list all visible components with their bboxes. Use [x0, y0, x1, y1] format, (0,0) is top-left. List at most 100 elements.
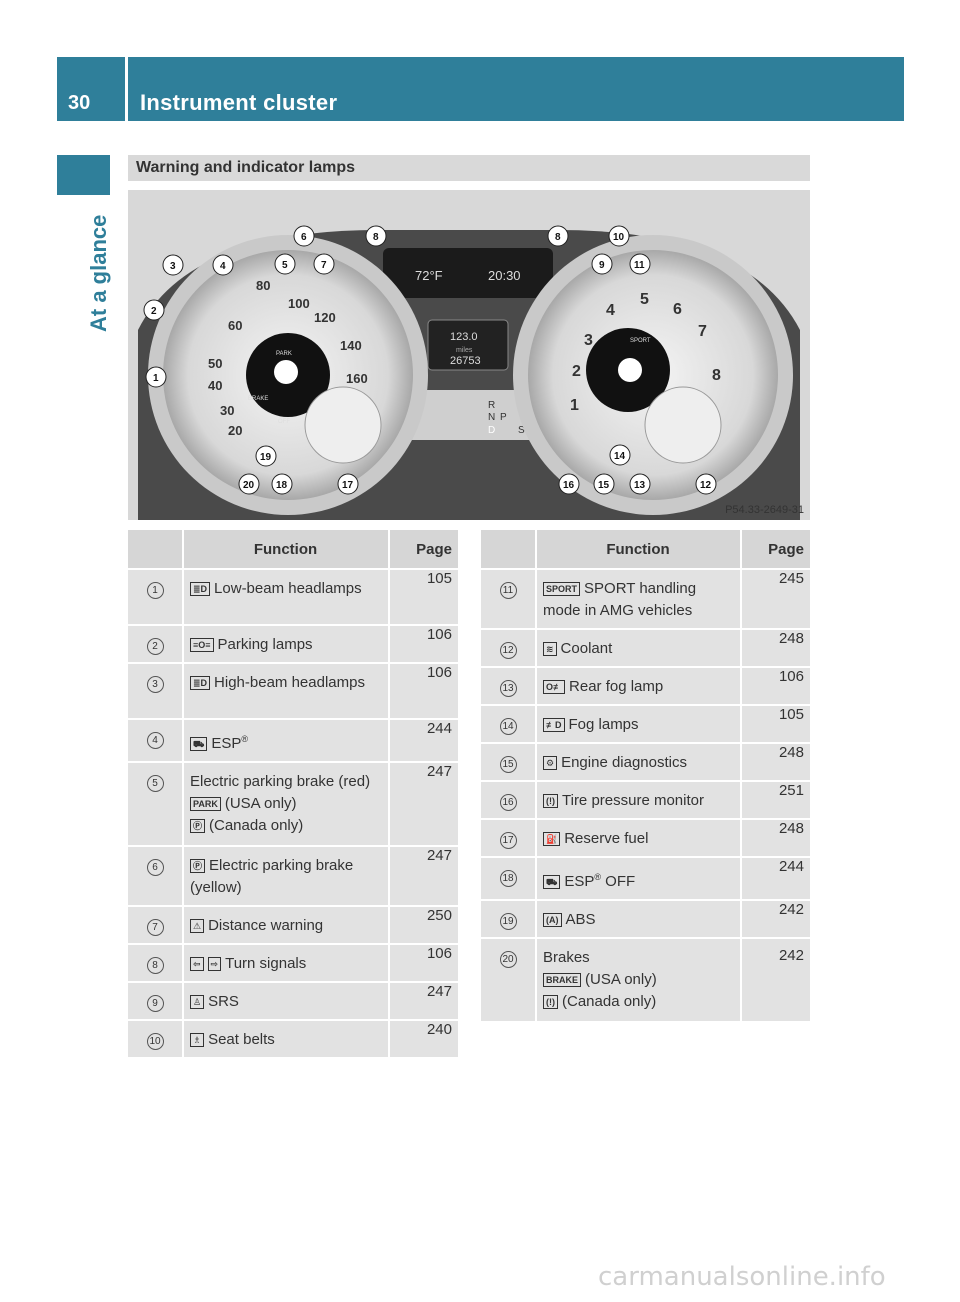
brake-icon: BRAKE: [543, 973, 582, 987]
off-label: OFF: [278, 419, 290, 425]
table-row: 13 O≢Rear fog lamp 106: [481, 667, 810, 706]
row-page: 248: [740, 819, 810, 858]
table-row: 15 ⚙Engine diagnostics 248: [481, 743, 810, 782]
row-number: 2: [128, 625, 183, 664]
cluster-illustration: 72°F 20:30 123.0 miles 26753 R N P D S P…: [128, 190, 810, 520]
left-gauge-50: 50: [208, 356, 222, 371]
row-page: 247: [388, 846, 458, 907]
row-page: 251: [740, 781, 810, 820]
table-row: 16 (!)Tire pressure monitor 251: [481, 781, 810, 820]
header-function: Function: [535, 530, 741, 570]
figure-code: P54.33-2649-31: [725, 504, 804, 516]
row-number: 8: [128, 944, 183, 983]
display-temp: 72°F: [415, 268, 443, 283]
header-divider: [125, 57, 128, 121]
callout-16: 16: [563, 480, 575, 491]
row-page: 240: [388, 1020, 458, 1059]
gear-n: N: [488, 412, 495, 423]
total-odometer: 26753: [450, 355, 481, 367]
gear-d: D: [488, 425, 495, 436]
table-row: 5 Electric parking brake (red) PARK(USA …: [128, 762, 458, 847]
page-number: 30: [68, 92, 91, 114]
right-gauge-1: 1: [570, 397, 579, 414]
row-function: ⚙Engine diagnostics: [535, 743, 741, 782]
row-function: Brakes BRAKE(USA only) (!)(Canada only): [535, 938, 741, 1023]
callout-17: 17: [342, 480, 354, 491]
right-gauge-4: 4: [606, 302, 615, 319]
table-header-row: Function Page: [128, 530, 458, 570]
header-page: Page: [388, 530, 458, 570]
left-gauge-140: 140: [340, 338, 362, 353]
header-function: Function: [182, 530, 389, 570]
low-beam-icon: ≣D: [190, 582, 211, 596]
callout-12: 12: [700, 480, 712, 491]
row-function: ♙SRS: [182, 982, 389, 1021]
row-number: 10: [128, 1020, 183, 1059]
left-gauge-30: 30: [220, 403, 234, 418]
callout-18: 18: [276, 480, 288, 491]
display-time: 20:30: [488, 268, 521, 283]
seat-belt-icon: ♗: [190, 1033, 205, 1047]
callout-4: 4: [220, 261, 226, 272]
park-icon: PARK: [190, 797, 221, 811]
brake-label: BRAKE: [248, 396, 268, 402]
row-page: 245: [740, 569, 810, 630]
row-number: 11: [481, 569, 536, 630]
row-function: ⛟ESP®: [182, 719, 389, 763]
callout-5: 5: [282, 260, 288, 271]
row-function: (!)Tire pressure monitor: [535, 781, 741, 820]
left-gauge-100: 100: [288, 296, 310, 311]
watermark: carmanualsonline.info: [598, 1262, 886, 1292]
row-number: 5: [128, 762, 183, 847]
row-function: Electric parking brake (red) PARK(USA on…: [182, 762, 389, 847]
row-function: ⛽Reserve fuel: [535, 819, 741, 858]
row-page: 247: [388, 982, 458, 1021]
park-label: PARK: [276, 351, 292, 357]
row-function: ⇦⇨Turn signals: [182, 944, 389, 983]
page-title: Instrument cluster: [140, 90, 338, 115]
row-number: 6: [128, 846, 183, 907]
callout-6: 6: [301, 232, 307, 243]
row-page: 106: [388, 944, 458, 983]
instrument-cluster-figure: 72°F 20:30 123.0 miles 26753 R N P D S P…: [128, 190, 810, 520]
callout-9: 9: [599, 260, 605, 271]
table-row: 4 ⛟ESP® 244: [128, 719, 458, 763]
row-function: ≋Coolant: [535, 629, 741, 668]
row-number: 3: [128, 663, 183, 720]
table-header-row: Function Page: [481, 530, 810, 570]
fuel-icon: ⛽: [543, 832, 561, 846]
row-page: 105: [740, 705, 810, 744]
row-function: ♗Seat belts: [182, 1020, 389, 1059]
row-number: 20: [481, 938, 536, 1023]
table-row: 8 ⇦⇨Turn signals 106: [128, 944, 458, 983]
left-gauge-60: 60: [228, 318, 242, 333]
row-function: ⛟ESP® OFF: [535, 857, 741, 901]
callout-20: 20: [243, 480, 255, 491]
row-page: 247: [388, 762, 458, 847]
row-number: 1: [128, 569, 183, 626]
callout-1: 1: [153, 373, 159, 384]
coolant-icon: ≋: [543, 642, 557, 656]
callout-15: 15: [598, 480, 610, 491]
parking-brake-icon: Ⓟ: [190, 859, 206, 873]
right-gauge-5: 5: [640, 291, 649, 308]
callout-8-left: 8: [373, 232, 379, 243]
row-page: 244: [388, 719, 458, 763]
header-num-cell: [481, 530, 536, 570]
brake-canada-icon: (!): [543, 995, 558, 1009]
row-function: ⚠Distance warning: [182, 906, 389, 945]
esp-off-icon: ⛟: [543, 875, 561, 889]
left-gauge-120: 120: [314, 310, 336, 325]
gear-r: R: [488, 400, 495, 411]
srs-icon: ♙: [190, 995, 205, 1009]
table-row: 12 ≋Coolant 248: [481, 629, 810, 668]
